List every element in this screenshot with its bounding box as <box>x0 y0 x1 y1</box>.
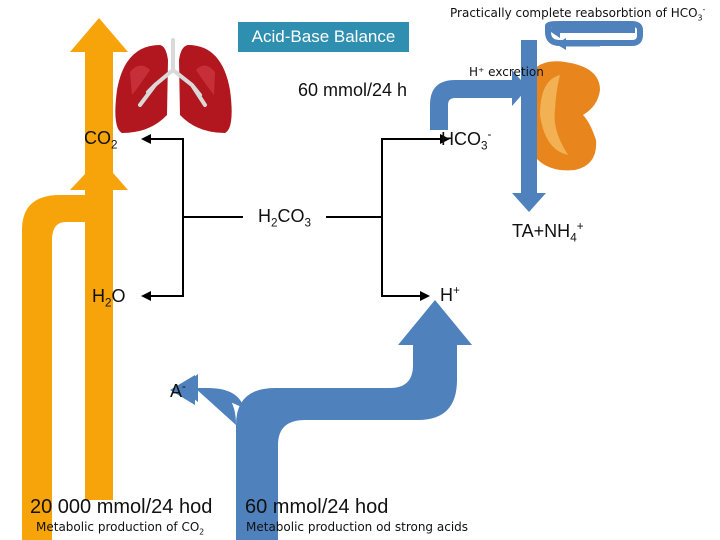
co2-flow-arrow <box>22 18 128 540</box>
reabsorption-arrow <box>545 21 643 50</box>
h2co3-label: H2CO3 <box>258 206 312 230</box>
diagram-title: Acid-Base Balance <box>238 22 409 52</box>
rate-co2-label: 20 000 mmol/24 hod <box>30 496 213 518</box>
hco3-label: HCO3- <box>441 128 492 153</box>
rate-acids-label: 60 mmol/24 hod <box>245 496 389 518</box>
h-plus-label: H+ <box>440 284 460 305</box>
reaction-lines <box>150 138 441 297</box>
kidney-icon <box>521 61 600 171</box>
rate-top-label: 60 mmol/24 h <box>298 80 408 100</box>
h-excretion-label: H⁺ excretion <box>469 65 544 79</box>
co2-label: CO2 <box>84 128 118 152</box>
a-minus-label: A- <box>170 380 186 401</box>
metabolic-acids-label: Metabolic production od strong acids <box>246 520 469 534</box>
h-excretion-arrow <box>430 70 528 130</box>
ta-nh4-label: TA+NH4+ <box>512 220 584 245</box>
h2o-label: H2O <box>92 286 126 310</box>
ta-excretion-arrow <box>512 40 546 212</box>
lungs-icon <box>115 38 232 133</box>
reabsorption-note: Practically complete reabsorbtion of HCO… <box>450 5 706 23</box>
acid-flow-arrow <box>170 300 472 540</box>
metabolic-co2-label: Metabolic production of CO2 <box>36 520 205 537</box>
reaction-arrowheads <box>141 134 450 301</box>
